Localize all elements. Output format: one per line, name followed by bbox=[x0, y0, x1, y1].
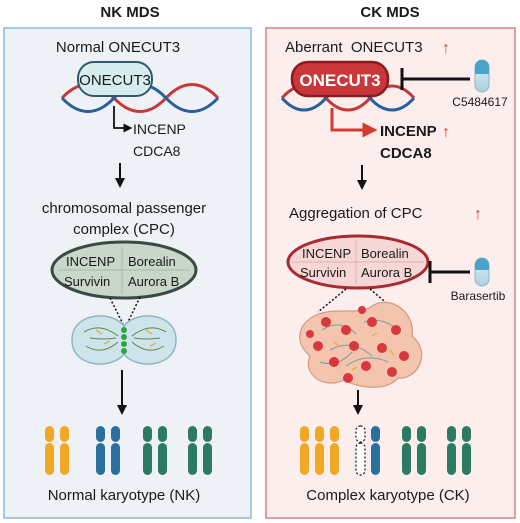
barasertib-label: Barasertib bbox=[451, 289, 506, 303]
chromosome-green-b bbox=[417, 426, 426, 475]
nk-mds-title: NK MDS bbox=[100, 4, 159, 21]
chromosome-green-a bbox=[402, 426, 411, 475]
chromosome-blue-a bbox=[371, 426, 380, 475]
complex-karyotype-label: Complex karyotype (CK) bbox=[306, 487, 469, 504]
chromosome-orange-a bbox=[300, 426, 309, 475]
protein-aurorab-aberrant: Aurora B bbox=[361, 265, 412, 280]
up-arrow-aggregation: ↑ bbox=[474, 206, 482, 223]
cpc-label-line-1: chromosomal passenger bbox=[42, 200, 206, 217]
cpc-ellipse-normal bbox=[50, 240, 198, 300]
onecut3-gene-box-aberrant bbox=[290, 60, 390, 98]
chromosome-green-3 bbox=[188, 426, 197, 475]
callout-line-right-normal bbox=[126, 296, 141, 325]
onecut3-label-normal: ONECUT3 bbox=[79, 72, 151, 89]
callout-line-left-normal bbox=[109, 297, 124, 325]
chromosome-orange-c bbox=[330, 426, 339, 475]
chromosome-green-4 bbox=[203, 426, 212, 475]
incenp-target-normal: INCENP bbox=[133, 121, 186, 137]
dividing-cell-normal bbox=[71, 315, 177, 365]
incenp-target-aberrant: INCENP bbox=[380, 123, 437, 140]
chromosome-blue-1 bbox=[96, 426, 105, 475]
chromosome-green-1 bbox=[143, 426, 152, 475]
onecut3-gene-box-normal bbox=[77, 61, 153, 97]
aggregation-label: Aggregation of CPC bbox=[289, 205, 423, 222]
protein-borealin-aberrant: Borealin bbox=[361, 246, 409, 261]
cpc-label-line-2: complex (CPC) bbox=[73, 221, 175, 238]
protein-incenp-aberrant: INCENP bbox=[302, 246, 351, 261]
cpc-ellipse-aberrant bbox=[286, 234, 430, 290]
chromosome-green-2 bbox=[158, 426, 167, 475]
onecut3-label-aberrant: ONECUT3 bbox=[299, 71, 380, 90]
chromosomes-complex bbox=[300, 425, 471, 476]
chromosomes-normal bbox=[45, 426, 212, 475]
chromosome-orange-2 bbox=[60, 426, 69, 475]
protein-aurorab-normal: Aurora B bbox=[128, 274, 179, 289]
c5484617-label: C5484617 bbox=[452, 95, 508, 109]
transcription-arrow-normal bbox=[113, 106, 133, 133]
nk-mds-panel: NK MDS Normal ONECUT3 ONECUT3 INCENP CDC… bbox=[3, 4, 252, 519]
aberrant-cell bbox=[299, 301, 423, 388]
protein-survivin-normal: Survivin bbox=[64, 274, 110, 289]
protein-incenp-normal: INCENP bbox=[66, 254, 115, 269]
protein-borealin-normal: Borealin bbox=[128, 254, 176, 269]
chromosome-blue-2 bbox=[111, 426, 120, 475]
pill-icon-c5484617 bbox=[474, 59, 490, 93]
ck-mds-panel: CK MDS Aberrant ONECUT3 ↑ ONECUT3 C54846… bbox=[265, 4, 516, 519]
chromosome-orange-1 bbox=[45, 426, 54, 475]
chromosome-missing-dashed bbox=[355, 425, 366, 476]
chromosome-green-c bbox=[447, 426, 456, 475]
aberrant-onecut3-label: Aberrant ONECUT3 bbox=[285, 39, 423, 56]
cdca8-target-normal: CDCA8 bbox=[133, 143, 181, 159]
cdca8-target-aberrant: CDCA8 bbox=[380, 145, 432, 162]
transcription-arrow-aberrant bbox=[330, 108, 378, 138]
normal-karyotype-label: Normal karyotype (NK) bbox=[48, 487, 201, 504]
chromosome-green-d bbox=[462, 426, 471, 475]
ck-mds-title: CK MDS bbox=[360, 4, 419, 21]
up-arrow-onecut3: ↑ bbox=[442, 40, 450, 57]
pill-icon-barasertib bbox=[474, 257, 490, 287]
protein-survivin-aberrant: Survivin bbox=[300, 265, 346, 280]
normal-onecut3-label: Normal ONECUT3 bbox=[56, 39, 180, 56]
chromosome-orange-b bbox=[315, 426, 324, 475]
up-arrow-incenp: ↑ bbox=[442, 124, 450, 141]
